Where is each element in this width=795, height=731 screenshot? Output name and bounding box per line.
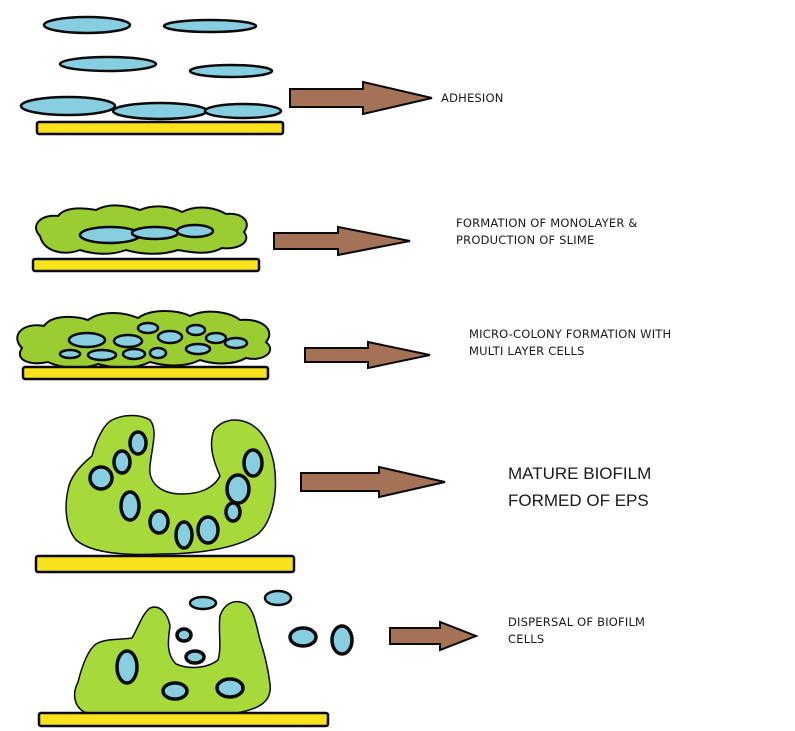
arrow-microcolony bbox=[305, 342, 430, 368]
cell bbox=[138, 323, 158, 333]
dispersed-cell bbox=[190, 597, 216, 609]
cell bbox=[217, 679, 243, 697]
cell bbox=[130, 432, 146, 454]
label-dispersal: DISPERSAL OF BIOFILM CELLS bbox=[508, 614, 645, 648]
cell bbox=[187, 325, 205, 335]
substrate-surface bbox=[36, 556, 294, 572]
dispersed-cell bbox=[290, 628, 316, 646]
planktonic-cell bbox=[190, 65, 272, 77]
label-line: CELLS bbox=[508, 631, 645, 648]
cell bbox=[206, 333, 226, 343]
cell bbox=[163, 683, 187, 699]
cell bbox=[177, 225, 213, 237]
cell bbox=[114, 451, 130, 473]
cell bbox=[88, 350, 116, 360]
label-mature-biofilm: MATURE BIOFILM FORMED OF EPS bbox=[508, 460, 651, 514]
label-line: FORMED OF EPS bbox=[508, 487, 651, 514]
attached-cell bbox=[21, 97, 115, 115]
label-line: PRODUCTION OF SLIME bbox=[456, 232, 638, 249]
cell bbox=[186, 651, 204, 663]
substrate-surface bbox=[37, 122, 283, 134]
label-line: MATURE BIOFILM bbox=[508, 460, 651, 487]
stage-adhesion-illustration bbox=[21, 17, 283, 134]
cell bbox=[60, 350, 80, 358]
label-microcolony: MICRO-COLONY FORMATION WITH MULTI LAYER … bbox=[469, 326, 671, 360]
cell bbox=[150, 511, 168, 533]
stage-monolayer-illustration bbox=[33, 205, 259, 271]
cell bbox=[177, 629, 191, 641]
label-line: DISPERSAL OF BIOFILM bbox=[508, 614, 645, 631]
cell bbox=[226, 503, 240, 521]
dispersed-cell bbox=[332, 626, 352, 654]
cell bbox=[80, 227, 140, 243]
cell bbox=[121, 492, 139, 520]
cell bbox=[123, 349, 145, 359]
cell bbox=[186, 344, 210, 354]
planktonic-cell bbox=[44, 17, 130, 33]
cell bbox=[114, 335, 142, 347]
stage-mature-biofilm-illustration bbox=[36, 416, 294, 573]
cell bbox=[176, 522, 192, 548]
label-monolayer: FORMATION OF MONOLAYER & PRODUCTION OF S… bbox=[456, 215, 638, 249]
cell bbox=[198, 517, 218, 543]
cell bbox=[117, 651, 137, 683]
label-adhesion: ADHESION bbox=[441, 90, 504, 107]
attached-cell bbox=[113, 103, 207, 119]
cell bbox=[227, 475, 249, 503]
dispersed-cell bbox=[265, 591, 291, 605]
label-line: MICRO-COLONY FORMATION WITH bbox=[469, 326, 671, 343]
cell bbox=[150, 348, 166, 358]
substrate-surface bbox=[33, 259, 259, 271]
attached-cell bbox=[205, 104, 281, 118]
stage-dispersal-illustration bbox=[39, 591, 352, 726]
cell bbox=[158, 331, 182, 343]
cell bbox=[244, 450, 262, 476]
planktonic-cell bbox=[164, 20, 256, 32]
substrate-surface bbox=[39, 713, 328, 726]
label-line: FORMATION OF MONOLAYER & bbox=[456, 215, 638, 232]
arrow-adhesion bbox=[290, 82, 432, 114]
cell bbox=[132, 227, 178, 239]
arrow-dispersal bbox=[390, 622, 476, 650]
arrow-mature-biofilm bbox=[301, 467, 445, 497]
planktonic-cell bbox=[60, 57, 156, 71]
substrate-surface bbox=[23, 367, 268, 379]
arrow-monolayer bbox=[274, 227, 410, 255]
label-line: MULTI LAYER CELLS bbox=[469, 343, 671, 360]
stage-microcolony-illustration bbox=[17, 311, 270, 379]
cell bbox=[69, 333, 105, 347]
cell bbox=[90, 467, 112, 489]
cell bbox=[225, 338, 247, 348]
label-line: ADHESION bbox=[441, 90, 504, 107]
